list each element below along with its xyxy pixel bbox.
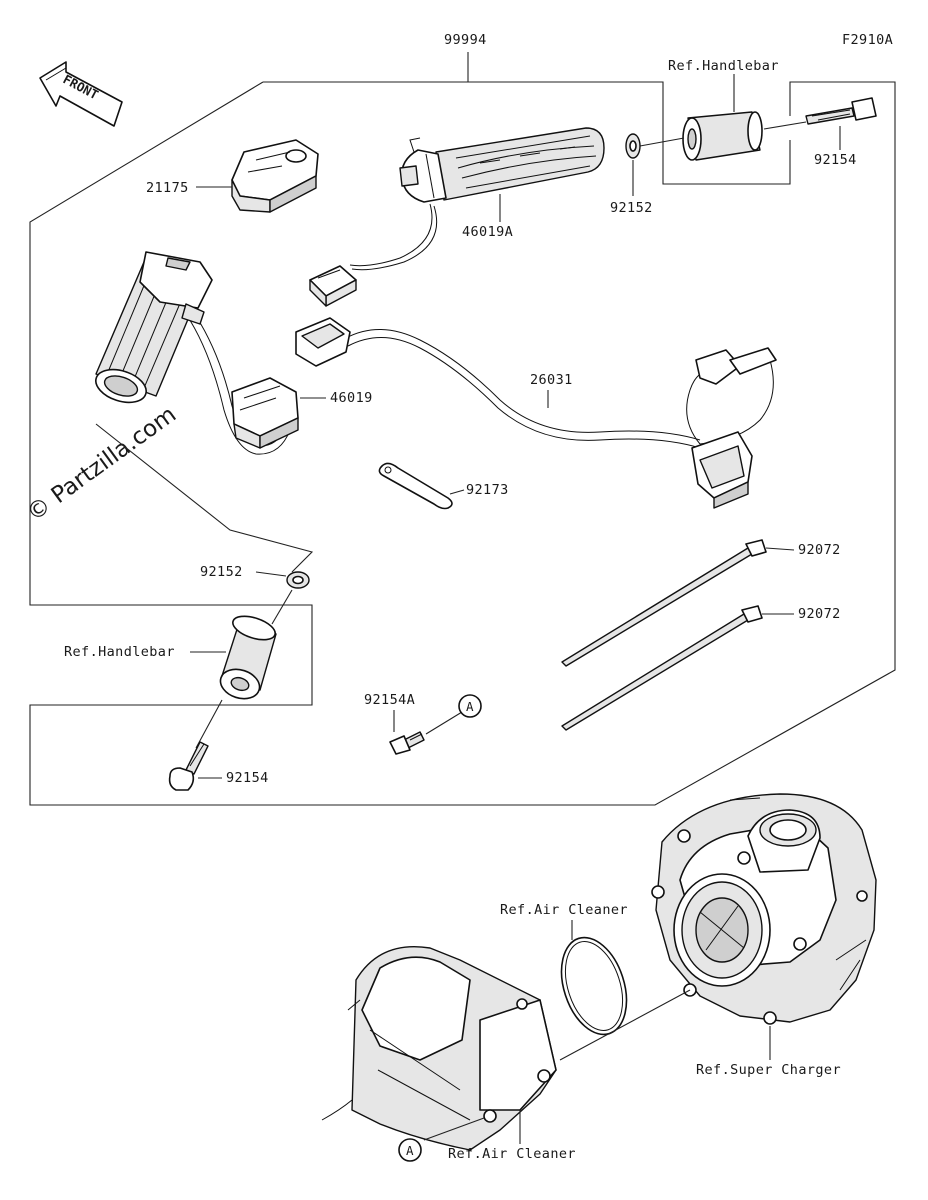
bolt-92154-bottom bbox=[168, 741, 209, 791]
callout-46019: 46019 bbox=[330, 390, 373, 406]
o-ring bbox=[560, 936, 628, 1036]
switch-21175 bbox=[231, 139, 319, 213]
callout-92173: 92173 bbox=[466, 482, 509, 498]
supercharger bbox=[651, 793, 877, 1025]
callout-ref-handlebar-left: Ref.Handlebar bbox=[64, 644, 175, 660]
front-arrow-icon: FRONT bbox=[39, 61, 123, 127]
callout-92154A: 92154A bbox=[364, 692, 415, 708]
kit-outline bbox=[29, 52, 896, 806]
svg-text:A: A bbox=[406, 1143, 414, 1158]
callout-92152-top: 92152 bbox=[610, 200, 653, 216]
handlebar-end-weight-left bbox=[219, 615, 277, 700]
figure-code: F2910A bbox=[842, 32, 893, 48]
callout-26031: 26031 bbox=[530, 372, 573, 388]
svg-text:A: A bbox=[466, 699, 474, 714]
washer-92152-top bbox=[625, 133, 641, 159]
callout-92072-a: 92072 bbox=[798, 542, 841, 558]
washer-92152-left bbox=[286, 571, 310, 589]
callout-92152-left: 92152 bbox=[200, 564, 243, 580]
callout-92072-b: 92072 bbox=[798, 606, 841, 622]
callout-ref-air-cleaner-top: Ref.Air Cleaner bbox=[500, 902, 628, 918]
strap-92173 bbox=[378, 462, 453, 510]
cable-tie-92072-b bbox=[561, 605, 763, 731]
callout-21175: 21175 bbox=[146, 180, 189, 196]
callout-ref-handlebar-top: Ref.Handlebar bbox=[668, 58, 779, 74]
connector-46019A bbox=[309, 265, 357, 307]
bolt-92154A bbox=[389, 731, 425, 755]
callout-92154-top: 92154 bbox=[814, 152, 857, 168]
callout-ref-air-cleaner-bottom: Ref.Air Cleaner bbox=[448, 1146, 576, 1162]
grip-46019 bbox=[95, 251, 213, 404]
cable-tie-92072-a bbox=[561, 539, 767, 667]
connector-46019 bbox=[231, 377, 299, 449]
callout-46019A: 46019A bbox=[462, 224, 513, 240]
callout-92154-bottom: 92154 bbox=[226, 770, 269, 786]
bolt-92154-top bbox=[805, 97, 877, 125]
marker-a-bottom: A bbox=[398, 1138, 422, 1162]
grip-46019A bbox=[399, 127, 605, 203]
air-cleaner-housing bbox=[321, 946, 557, 1151]
handlebar-end-weight-top bbox=[682, 111, 763, 161]
callout-ref-super-charger: Ref.Super Charger bbox=[696, 1062, 841, 1078]
callout-99994: 99994 bbox=[444, 32, 487, 48]
harness-26031 bbox=[295, 317, 777, 509]
watermark: © Partzilla.com bbox=[22, 401, 181, 526]
marker-a-top: A bbox=[458, 694, 482, 718]
